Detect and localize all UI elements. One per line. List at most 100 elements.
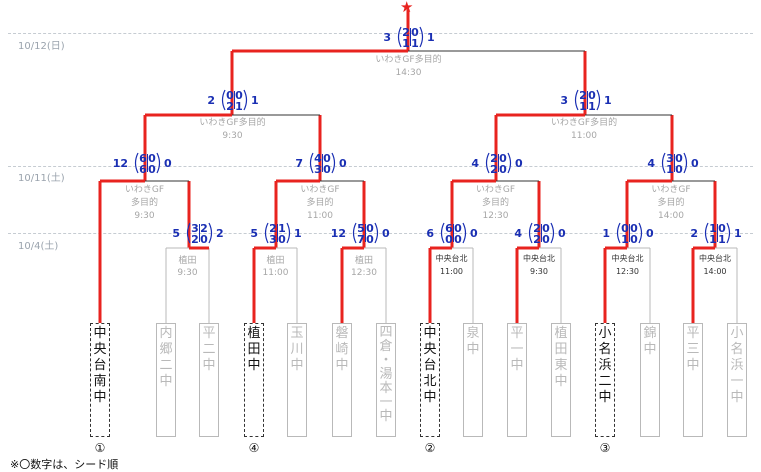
score-bracket-right bbox=[596, 89, 601, 111]
team-name-char: 磐 bbox=[335, 326, 349, 341]
team-name-box: 中央台南中 bbox=[90, 323, 110, 437]
score-bracket-right bbox=[638, 222, 643, 244]
period-score: 1 bbox=[235, 100, 243, 113]
team-name-char: 中 bbox=[466, 342, 480, 357]
match-venue: 9:30 bbox=[177, 268, 197, 278]
match-venue: 11:00 bbox=[440, 267, 463, 276]
period-score: 1 bbox=[718, 233, 726, 246]
team-name-char: 中 bbox=[335, 358, 349, 373]
score-bracket-left bbox=[134, 152, 139, 174]
period-score: 3 bbox=[269, 233, 277, 246]
team-name-char: 中 bbox=[93, 390, 107, 405]
period-score: 0 bbox=[630, 233, 638, 246]
period-score: 0 bbox=[200, 233, 208, 246]
period-score: 4 bbox=[314, 152, 322, 165]
team-name-box: 植田中 bbox=[244, 323, 264, 437]
team-name-char: 中 bbox=[730, 390, 744, 405]
period-score: 0 bbox=[542, 222, 550, 235]
score-bracket-left bbox=[528, 222, 533, 244]
match-venue: いわきGF bbox=[300, 184, 339, 195]
team-name-char: 植 bbox=[554, 326, 568, 341]
period-score: 7 bbox=[357, 233, 365, 246]
score-bracket-right bbox=[374, 222, 379, 244]
period-score: 0 bbox=[226, 89, 234, 102]
team-name-char: 中 bbox=[510, 358, 524, 373]
seed-number: ④ bbox=[248, 441, 260, 455]
score-bracket-left bbox=[221, 89, 226, 111]
period-score: 3 bbox=[191, 222, 199, 235]
team-name-char: 小 bbox=[598, 326, 612, 341]
period-score: 2 bbox=[191, 233, 199, 246]
score-bracket-left bbox=[440, 222, 445, 244]
period-score: 0 bbox=[499, 163, 507, 176]
period-score: 0 bbox=[278, 233, 286, 246]
period-score: 0 bbox=[323, 152, 331, 165]
team-name-char: 中 bbox=[598, 390, 612, 405]
team-name-box: 平一中 bbox=[507, 323, 527, 437]
period-score: 1 bbox=[278, 222, 286, 235]
match-score-right: 0 bbox=[646, 227, 654, 240]
match-venue: 11:00 bbox=[571, 131, 597, 141]
period-score: 0 bbox=[366, 222, 374, 235]
team-name-char: 台 bbox=[423, 358, 437, 373]
team-name-char: 平 bbox=[202, 326, 216, 341]
match-venue: いわきGF多目的 bbox=[199, 116, 265, 128]
period-score: 0 bbox=[454, 233, 462, 246]
team-name-char: 央 bbox=[423, 342, 437, 357]
seed-number: ③ bbox=[599, 441, 611, 455]
team-name-char: 錦 bbox=[643, 326, 657, 341]
score-bracket-left bbox=[264, 222, 269, 244]
match-score-right: 0 bbox=[339, 157, 347, 170]
team-name-char: 中 bbox=[554, 374, 568, 389]
score-bracket-right bbox=[507, 152, 512, 174]
date-label-second-day: 10/11(土) bbox=[18, 173, 65, 184]
team-name-char: 中 bbox=[93, 326, 107, 341]
team-name-char: 中 bbox=[247, 358, 261, 373]
match-venue: 多目的 bbox=[482, 196, 509, 208]
team-name-box: 小名浜一中 bbox=[727, 323, 747, 437]
period-score: 2 bbox=[402, 26, 410, 39]
match-venue: 11:00 bbox=[263, 268, 289, 278]
team-name-char: 平 bbox=[510, 326, 524, 341]
team-name-char: 三 bbox=[686, 342, 700, 357]
team-name-box: 平三中 bbox=[683, 323, 703, 437]
period-score: 0 bbox=[148, 163, 156, 176]
score-bracket-left bbox=[352, 222, 357, 244]
team-name-char: 田 bbox=[247, 342, 261, 357]
match-score-left: 5 bbox=[172, 227, 180, 240]
team-name-char: 植 bbox=[247, 326, 261, 341]
period-score: 0 bbox=[718, 222, 726, 235]
score-bracket-right bbox=[243, 89, 248, 111]
match-score-right: 2 bbox=[216, 227, 224, 240]
period-score: 1 bbox=[588, 100, 596, 113]
period-score: 0 bbox=[588, 89, 596, 102]
team-name-char: 一 bbox=[730, 374, 744, 389]
day-divider bbox=[8, 166, 753, 167]
match-venue: いわきGF多目的 bbox=[375, 53, 441, 65]
team-name-char: 四 bbox=[379, 325, 393, 340]
team-name-box: 小名浜二中 bbox=[595, 323, 615, 437]
period-score: 6 bbox=[139, 163, 147, 176]
period-score: 5 bbox=[357, 222, 365, 235]
match-venue: 14:00 bbox=[658, 211, 684, 221]
score-bracket-right bbox=[208, 222, 213, 244]
score-bracket-right bbox=[726, 222, 731, 244]
score-bracket-right bbox=[286, 222, 291, 244]
match-score-left: 12 bbox=[331, 227, 346, 240]
match-score-left: 3 bbox=[560, 94, 568, 107]
match-venue: いわきGF bbox=[476, 184, 515, 195]
period-score: 0 bbox=[366, 233, 374, 246]
match-venue: いわきGF多目的 bbox=[551, 116, 617, 128]
score-bracket-left bbox=[397, 26, 402, 48]
match-venue: 9:30 bbox=[134, 211, 154, 221]
match-score-left: 4 bbox=[471, 157, 479, 170]
team-name-box: 玉川中 bbox=[287, 323, 307, 437]
team-name-char: 中 bbox=[423, 326, 437, 341]
period-score: 0 bbox=[323, 163, 331, 176]
team-name-char: 北 bbox=[423, 374, 437, 389]
team-name-char: 中 bbox=[643, 342, 657, 357]
score-bracket-right bbox=[156, 152, 161, 174]
period-score: 2 bbox=[533, 233, 541, 246]
